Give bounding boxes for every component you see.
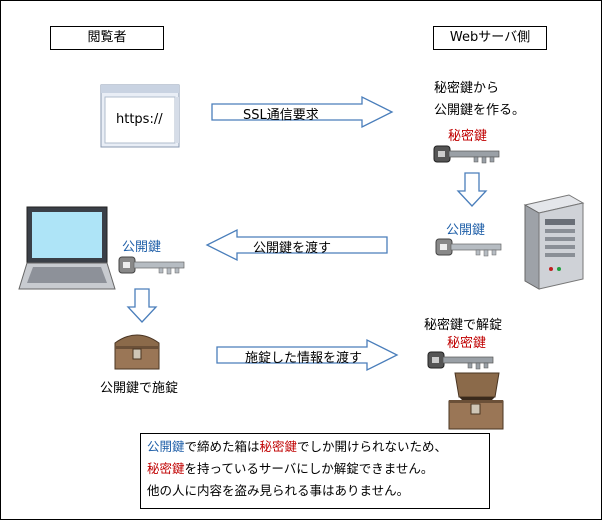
note-line1-text2: でしか開けられないため、	[297, 439, 448, 454]
server-creates-line2: 公開鍵を作る。	[434, 103, 526, 118]
viewer-header: 閲覧者	[50, 26, 164, 50]
explanation-note: 公開鍵で締めた箱は秘密鍵でしか開けられないため、 秘密鍵を持っているサーバにしか…	[140, 433, 490, 509]
browser-url-text: https://	[116, 112, 163, 127]
server-down-arrow	[456, 172, 488, 207]
client-down-arrow	[126, 288, 158, 323]
public-key-label-client: 公開鍵	[122, 240, 162, 255]
note-line2: 秘密鍵を持っているサーバにしか解錠できません。	[147, 458, 483, 480]
note-line2-private-key: 秘密鍵	[147, 461, 185, 476]
note-line2-text: を持っているサーバにしか解錠できません。	[184, 461, 434, 476]
ssl-request-label: SSL通信要求	[243, 108, 319, 123]
note-line1-text1: で締めた箱は	[184, 439, 260, 454]
unlocked-chest-icon	[448, 372, 504, 430]
note-line1-public-key: 公開鍵	[147, 439, 185, 454]
private-key-icon	[433, 145, 500, 164]
note-line1-private-key: 秘密鍵	[259, 439, 298, 454]
pass-public-key-arrow	[205, 228, 388, 262]
server-creates-line1: 秘密鍵から	[434, 81, 500, 96]
note-line1: 公開鍵で締めた箱は秘密鍵でしか開けられないため、	[147, 436, 483, 458]
browser-window-icon	[100, 84, 180, 148]
private-key-label-top: 秘密鍵	[448, 129, 488, 144]
server-header: Webサーバ側	[433, 26, 547, 50]
private-key-label-bottom: 秘密鍵	[447, 336, 487, 351]
unlock-with-private-key-label: 秘密鍵で解錠	[424, 318, 503, 333]
server-tower-icon	[523, 194, 585, 290]
private-key-icon-bottom	[427, 351, 494, 370]
public-key-label-server: 公開鍵	[446, 223, 486, 238]
pass-public-key-label: 公開鍵を渡す	[253, 241, 332, 256]
ssl-request-arrow	[211, 95, 394, 129]
laptop-icon	[18, 206, 116, 290]
public-key-icon-client	[118, 256, 185, 275]
lock-with-public-key-label: 公開鍵で施錠	[100, 381, 179, 396]
pass-locked-info-label: 施錠した情報を渡す	[245, 351, 363, 366]
locked-chest-icon	[114, 334, 160, 370]
note-line3: 他の人に内容を盗み見られる事はありません。	[147, 483, 410, 498]
pass-locked-info-arrow	[216, 338, 399, 372]
public-key-icon-server	[435, 238, 502, 257]
